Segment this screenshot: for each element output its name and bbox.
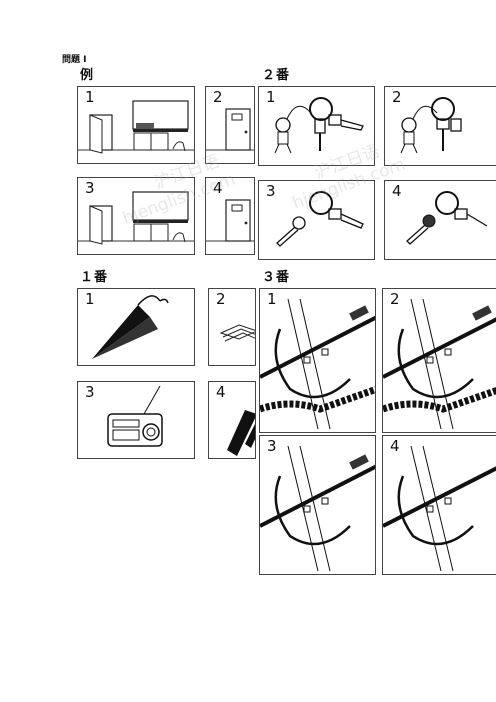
panel-number: 1 — [265, 88, 277, 106]
q3-panel-4: 4 — [382, 435, 496, 575]
panel-number: 3 — [265, 182, 277, 200]
panel-number: 4 — [212, 179, 224, 197]
door-icon — [206, 108, 254, 151]
classroom-door-icon — [78, 100, 194, 154]
q3-panel-2: 2 — [382, 288, 496, 433]
door-icon — [206, 199, 254, 242]
question-3-label: ３番 — [262, 270, 291, 285]
q1-panel-1: 1 — [77, 288, 195, 366]
classroom-door-icon — [78, 191, 194, 245]
panel-number: 4 — [391, 182, 403, 200]
map-icon — [383, 298, 496, 430]
q1-panel-3: 3 — [77, 381, 195, 459]
q2-panel-4: 4 — [384, 180, 496, 260]
example-panel-1: 1 — [77, 86, 195, 164]
panel-number: 3 — [266, 437, 278, 455]
umbrella-icon — [92, 295, 169, 359]
example-panel-2: 2 — [205, 86, 255, 164]
panel-number: 4 — [389, 437, 401, 455]
radio-icon — [107, 385, 163, 447]
q3-panel-1: 1 — [259, 288, 376, 433]
example-panel-3: 3 — [77, 177, 195, 255]
panel-number: 1 — [84, 88, 96, 106]
keychain-icon — [400, 97, 462, 154]
panel-number: 1 — [84, 290, 96, 308]
boots-icon — [227, 410, 255, 456]
panel-number: 3 — [84, 179, 96, 197]
question-2-label: ２番 — [262, 68, 291, 83]
question-1-label: １番 — [80, 270, 109, 285]
keychain-icon — [274, 97, 364, 154]
panel-number: 2 — [212, 88, 224, 106]
example-panel-4: 4 — [205, 177, 255, 255]
q2-panel-3: 3 — [258, 180, 375, 260]
q1-panel-4: 4 — [208, 381, 256, 459]
panel-number: 1 — [266, 290, 278, 308]
section-title: 問題 I — [62, 55, 87, 65]
keychain-icon — [276, 191, 364, 247]
panel-number: 4 — [215, 383, 227, 401]
panel-number: 2 — [389, 290, 401, 308]
q1-panel-2: 2 — [208, 288, 256, 366]
example-label: 例 — [80, 68, 95, 83]
map-icon — [260, 445, 375, 572]
map-icon — [260, 298, 375, 430]
panel-number: 3 — [84, 383, 96, 401]
panel-number: 2 — [215, 290, 227, 308]
keychain-icon — [406, 191, 488, 245]
newspaper-icon — [219, 324, 255, 342]
q2-panel-1: 1 — [258, 86, 375, 166]
q2-panel-2: 2 — [384, 86, 496, 166]
map-icon — [383, 445, 496, 572]
q3-panel-3: 3 — [259, 435, 376, 575]
panel-number: 2 — [391, 88, 403, 106]
